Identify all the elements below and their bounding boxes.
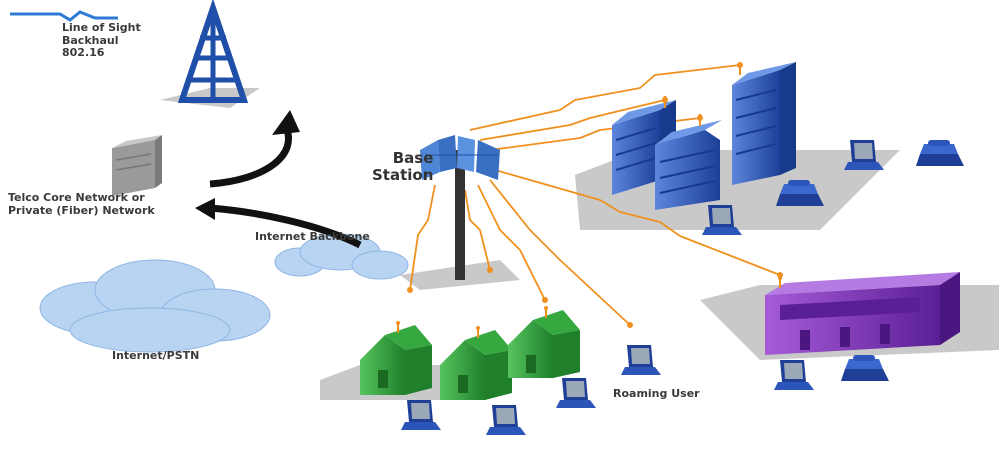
- telco-core-line-1: Telco Core Network or: [8, 191, 145, 204]
- laptop-icon: [774, 360, 814, 390]
- cloud-icon: [39, 233, 409, 353]
- link-endpoints: [407, 62, 783, 328]
- line-of-sight-label: Line of Sight Backhaul 802.16: [62, 21, 141, 60]
- house-icon: [508, 310, 580, 378]
- lightning-icon: [10, 10, 118, 22]
- arrow-to-tower: [209, 123, 292, 188]
- telco-core-line-2: Private (Fiber) Network: [8, 203, 155, 217]
- telco-core-label: Telco Core Network or Private (Fiber) Ne…: [8, 191, 155, 217]
- roaming-user-label: Roaming User: [613, 387, 700, 400]
- house-icon: [440, 330, 512, 400]
- internet-pstn-label: Internet/PSTN: [112, 349, 200, 362]
- arrow-head-left: [195, 198, 215, 220]
- base-station-label: Base Station: [372, 149, 434, 185]
- telephone-icon: [841, 355, 889, 381]
- arrow-head-up: [272, 110, 300, 135]
- laptop-icon: [556, 378, 596, 408]
- wireless-links: [409, 64, 781, 326]
- antenna-icon: [737, 62, 743, 76]
- base-station-icon: [420, 135, 500, 280]
- backhaul-tower-icon: [177, 0, 249, 103]
- base-station-line-1: Base: [392, 149, 434, 167]
- line-of-sight-line-1: Line of Sight: [62, 21, 141, 34]
- house-icon: [360, 325, 432, 395]
- laptop-icon: [401, 400, 441, 430]
- laptop-icon: [621, 345, 661, 375]
- server-icon: [112, 135, 162, 196]
- office-building-icon: [612, 62, 796, 210]
- internet-backbone-label: Internet Backbone: [255, 230, 370, 243]
- line-of-sight-line-3: 802.16: [62, 46, 105, 60]
- purple-building-icon: [765, 272, 960, 355]
- base-station-line-2: Station: [372, 166, 434, 185]
- line-of-sight-line-2: Backhaul: [62, 33, 119, 47]
- telephone-icon: [916, 140, 964, 166]
- arrow-to-network: [209, 204, 362, 249]
- laptop-icon: [486, 405, 526, 435]
